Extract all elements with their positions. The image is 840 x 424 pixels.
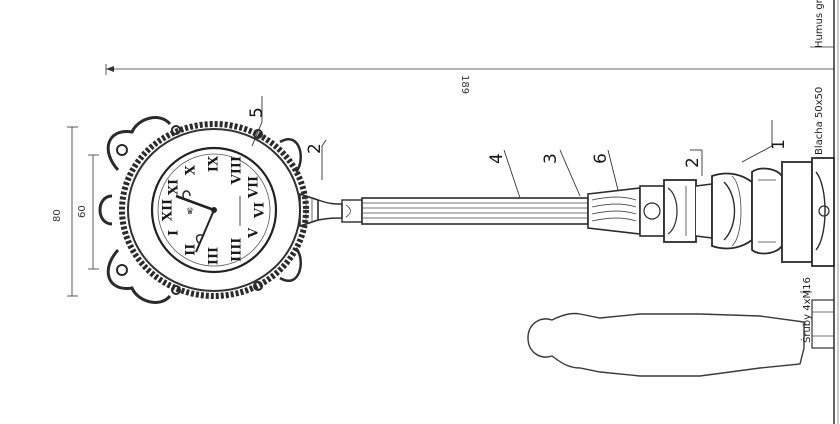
callout-2-neck: 2 (305, 139, 327, 180)
dial-numeral: I (167, 230, 182, 236)
note-humus: Humus gr. (814, 0, 825, 48)
callout-1-label: 1 (769, 139, 789, 150)
dial-numeral: X (184, 164, 199, 175)
clock-head: ♛ (98, 116, 309, 304)
ornamented-base (663, 157, 835, 267)
callout-6: 6 (591, 149, 619, 191)
dial-numeral: VI (253, 202, 268, 219)
dial-numeral: XI (167, 179, 182, 195)
dial-dimension-label: 60 (77, 205, 88, 218)
dial-numeral: III (207, 247, 222, 265)
callout-5: 5 (247, 96, 267, 147)
dial-numeral: VII (246, 176, 261, 199)
hour-hand (175, 194, 215, 212)
callout-4-label: 4 (487, 153, 507, 164)
head-outer-dimension-label: 80 (52, 209, 63, 222)
callout-4: 4 (487, 149, 521, 199)
head-connector (299, 192, 363, 228)
callout-5-label: 5 (247, 107, 267, 118)
dial-numeral: IIII (230, 238, 245, 262)
human-figure-silhouette (527, 312, 805, 377)
note-plate: Blacha 50x50 (814, 87, 825, 155)
callout-2-base-label: 2 (683, 157, 703, 168)
callout-2-base: 2 (683, 149, 703, 176)
fluted-shaft (361, 197, 589, 225)
dial-numeral: V (246, 227, 261, 239)
callout-3: 3 (541, 149, 581, 197)
note-bolts: Śruby 4xM16 (800, 277, 813, 343)
callout-1: 1 (741, 120, 789, 163)
base-plate-detail (800, 291, 835, 349)
callout-3-label: 3 (541, 153, 561, 164)
dial-numeral: IX (207, 155, 222, 172)
head-dimensions: 80 60 (52, 126, 99, 297)
dial-numeral: II (184, 244, 199, 256)
overall-height-dimension: 189 (105, 64, 834, 94)
callout-2-neck-label: 2 (305, 143, 325, 154)
leaf-collar (587, 185, 665, 237)
callout-6-label: 6 (591, 153, 611, 164)
overall-height-label: 189 (459, 75, 470, 94)
minute-hand (195, 209, 215, 253)
dial-numeral: XII (161, 199, 176, 221)
dial-numeral: VIII (230, 156, 245, 185)
svg-text:♛: ♛ (186, 207, 194, 217)
